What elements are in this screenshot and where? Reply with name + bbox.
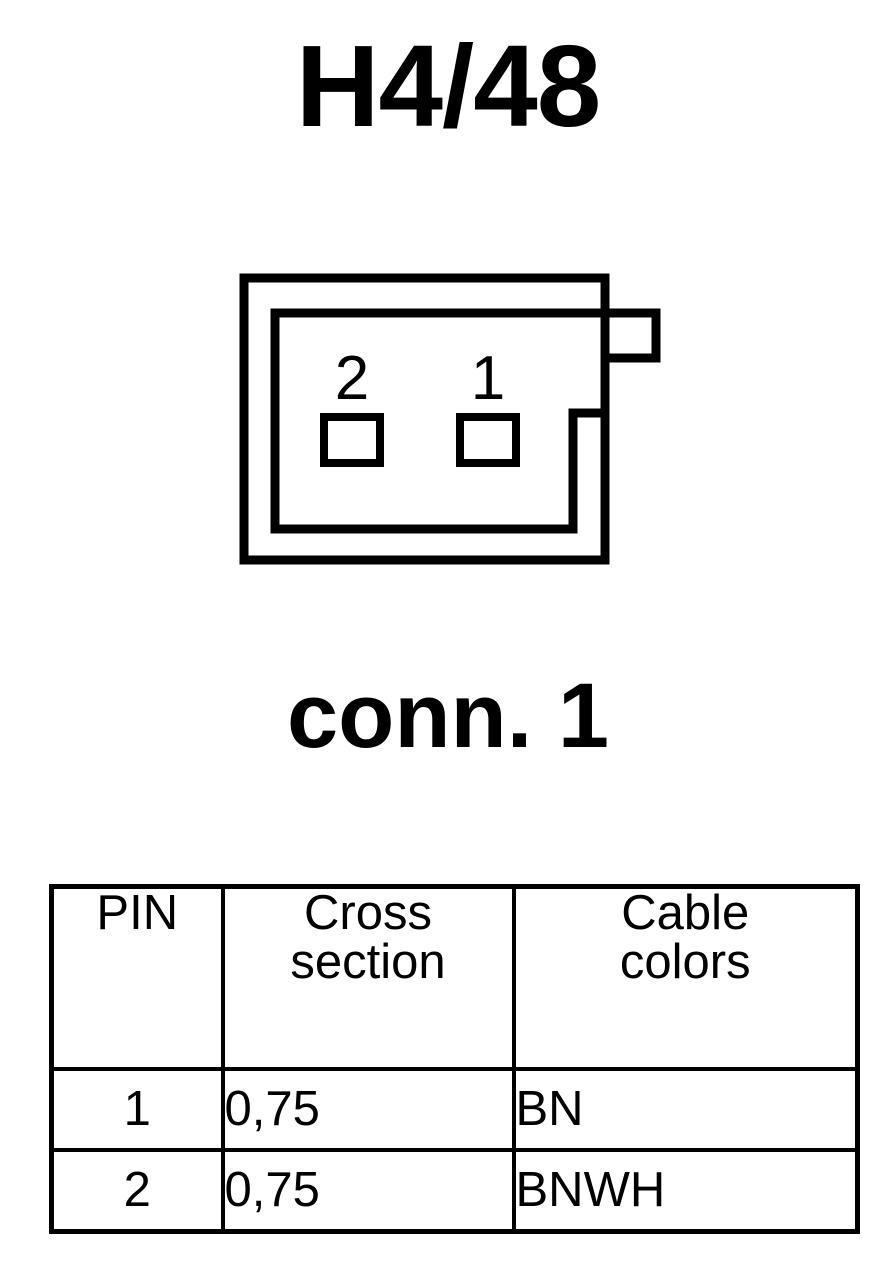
page-title: H4/48: [295, 21, 602, 151]
connector-inner-cavity: [270, 308, 610, 534]
cell-pin: 2: [51, 1150, 225, 1232]
pin-label-1: 1: [471, 344, 505, 413]
connector-caption: conn. 1: [286, 665, 610, 767]
pin-table: PIN Cross section Cable colors 1 0,75 BN…: [49, 884, 860, 1234]
table-header-row: PIN Cross section Cable colors: [51, 886, 858, 1069]
cell-cross-section: 0,75: [222, 1150, 516, 1232]
cell-cable-colors: BNWH: [515, 1163, 666, 1217]
cell-cable-colors: BN: [515, 1082, 584, 1136]
pin-cavity-2: [320, 413, 384, 467]
table-row: 1 0,75 BN: [51, 1069, 858, 1150]
pin-table-container: PIN Cross section Cable colors 1 0,75 BN…: [49, 884, 860, 1234]
table-row: 2 0,75 BNWH: [51, 1150, 858, 1232]
pin-label-2: 2: [335, 344, 369, 413]
connector-outer-housing: [239, 273, 661, 565]
cell-pin: 1: [51, 1069, 225, 1150]
column-header-cross-section: Cross section: [222, 886, 516, 1069]
pin-cavity-1: [456, 413, 520, 467]
connector-diagram: 2 1: [228, 262, 672, 572]
column-header-pin: PIN: [51, 886, 225, 1069]
column-header-cable-colors: Cable colors: [619, 886, 751, 989]
cell-cross-section: 0,75: [222, 1069, 516, 1150]
